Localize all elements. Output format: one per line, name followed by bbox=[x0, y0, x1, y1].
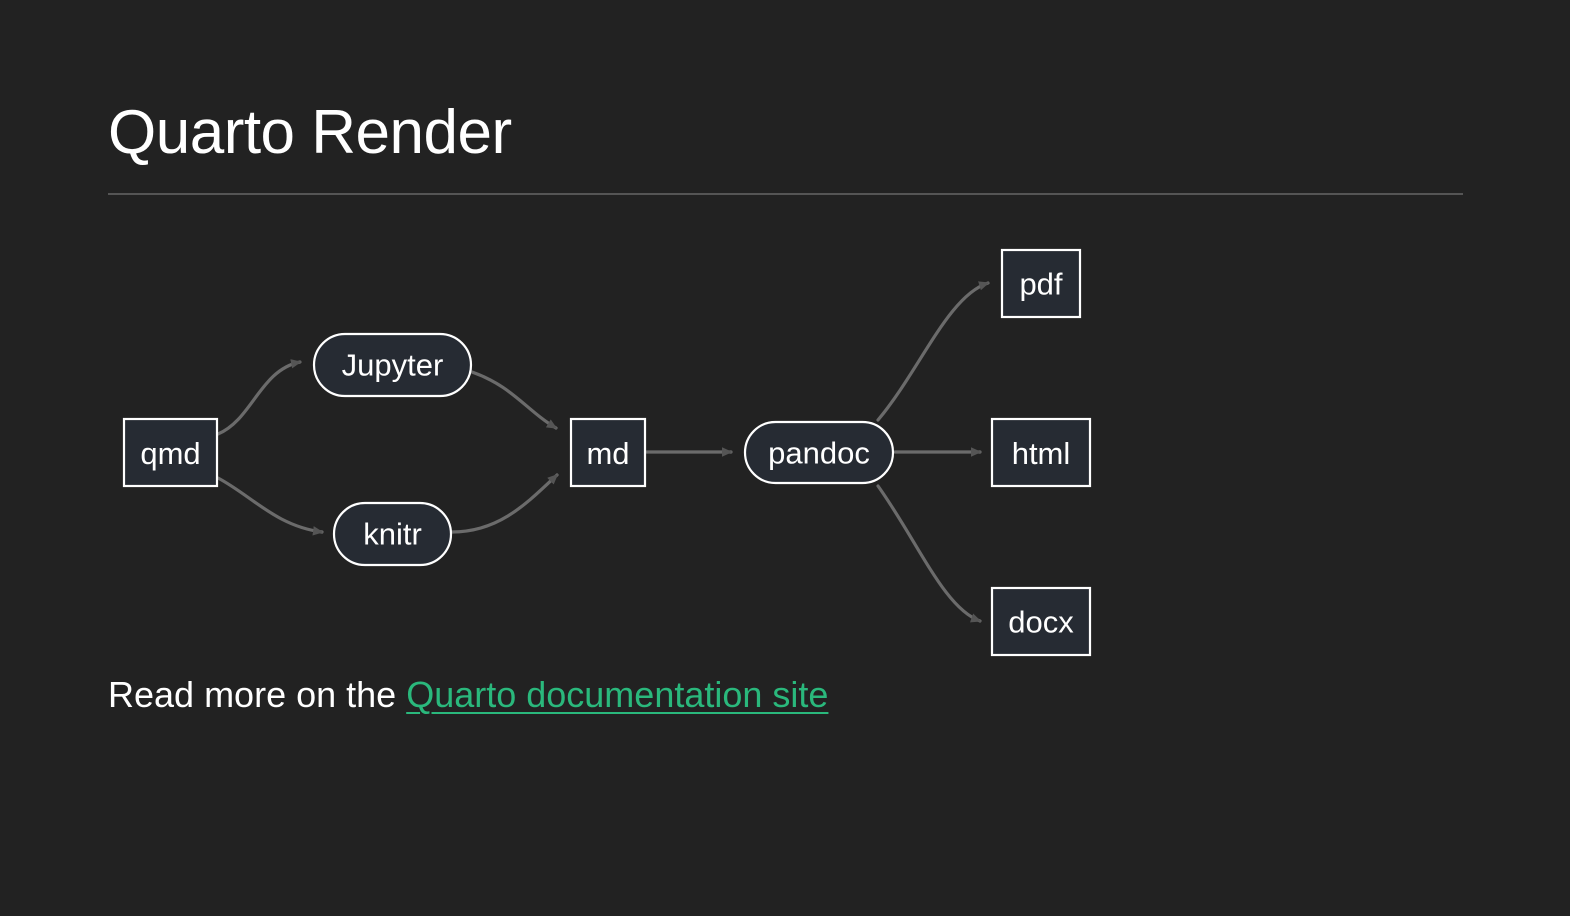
edge-knitr-to-md bbox=[450, 473, 559, 534]
node-md[interactable]: md bbox=[569, 417, 647, 488]
page-title: Quarto Render bbox=[108, 98, 512, 167]
node-docx-label: docx bbox=[1008, 605, 1074, 640]
node-pdf-label: pdf bbox=[1019, 267, 1062, 302]
node-md-label: md bbox=[586, 436, 629, 471]
node-pdf[interactable]: pdf bbox=[1000, 248, 1082, 319]
node-qmd[interactable]: qmd bbox=[122, 417, 219, 488]
edge-pandoc-to-docx bbox=[876, 484, 982, 623]
node-jupyter[interactable]: Jupyter bbox=[312, 332, 473, 398]
quarto-render-flowchart: qmd Jupyter knitr md pandoc bbox=[0, 220, 1570, 660]
quarto-documentation-link[interactable]: Quarto documentation site bbox=[406, 674, 829, 715]
flowchart-svg: qmd Jupyter knitr md pandoc bbox=[122, 248, 1092, 657]
node-knitr-label: knitr bbox=[363, 517, 422, 552]
edge-qmd-to-knitr bbox=[216, 476, 324, 536]
read-more-prefix: Read more on the bbox=[108, 674, 407, 715]
node-pandoc[interactable]: pandoc bbox=[743, 420, 895, 485]
edge-qmd-to-jupyter bbox=[216, 359, 302, 436]
node-pandoc-label: pandoc bbox=[768, 436, 870, 471]
node-jupyter-label: Jupyter bbox=[342, 348, 444, 383]
title-block: Quarto Render bbox=[108, 98, 1463, 196]
read-more-line: Read more on the Quarto documentation si… bbox=[108, 672, 828, 719]
title-divider bbox=[108, 193, 1463, 196]
edge-jupyter-to-md bbox=[470, 370, 558, 430]
edge-pandoc-to-pdf bbox=[876, 281, 990, 422]
node-knitr[interactable]: knitr bbox=[332, 501, 453, 567]
node-html[interactable]: html bbox=[990, 417, 1092, 488]
node-qmd-label: qmd bbox=[140, 436, 200, 471]
node-docx[interactable]: docx bbox=[990, 586, 1092, 657]
node-html-label: html bbox=[1012, 436, 1071, 471]
